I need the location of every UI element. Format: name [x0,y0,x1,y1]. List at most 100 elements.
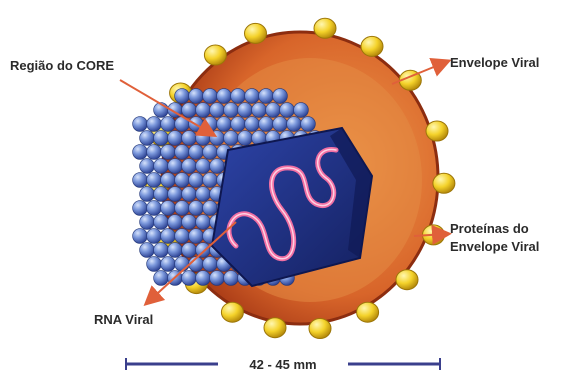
core-sphere [203,201,218,216]
core-sphere [161,229,176,244]
core-sphere [224,271,239,286]
core-sphere [140,187,155,202]
core-sphere [140,215,155,230]
core-sphere [175,145,190,160]
core-sphere [182,187,197,202]
label-envelope-proteins-line2: Envelope Viral [450,239,539,254]
core-sphere [294,103,309,118]
core-sphere [196,215,211,230]
core-sphere [147,257,162,272]
protein-spike [314,18,336,38]
core-sphere [245,89,260,104]
core-sphere [175,89,190,104]
core-sphere [182,159,197,174]
core-sphere [175,229,190,244]
core-sphere [231,89,246,104]
core-sphere [182,271,197,286]
core-sphere [182,215,197,230]
core-sphere [161,173,176,188]
core-sphere [224,103,239,118]
core-sphere [210,271,225,286]
core-sphere [133,201,148,216]
core-sphere [196,187,211,202]
label-core-region: Região do CORE [10,58,114,73]
core-sphere [154,159,169,174]
scale-bar-label: 42 - 45 mm [249,357,316,372]
core-sphere [147,201,162,216]
core-sphere [133,229,148,244]
label-viral-envelope: Envelope Viral [450,55,539,70]
protein-spike [264,318,286,338]
core-sphere [189,201,204,216]
core-sphere [175,201,190,216]
protein-spike [433,173,455,193]
core-sphere [154,187,169,202]
label-envelope-proteins-line1: Proteínas do [450,221,529,236]
core-sphere [175,173,190,188]
core-sphere [273,89,288,104]
core-sphere [154,131,169,146]
protein-spike [426,121,448,141]
core-sphere [287,117,302,132]
core-sphere [210,103,225,118]
core-sphere [168,215,183,230]
core-sphere [203,145,218,160]
core-sphere [140,243,155,258]
protein-spike [309,319,331,339]
core-sphere [238,103,253,118]
scale-bar: 42 - 45 mm [126,357,440,372]
core-sphere [196,271,211,286]
core-sphere [154,215,169,230]
label-viral-rna: RNA Viral [94,312,153,327]
core-sphere [266,103,281,118]
core-sphere [203,257,218,272]
core-sphere [245,117,260,132]
core-sphere [182,103,197,118]
protein-spike [357,302,379,322]
protein-spike [221,302,243,322]
core-sphere [238,131,253,146]
core-sphere [231,117,246,132]
core-sphere [189,173,204,188]
core-sphere [161,201,176,216]
protein-spike [396,270,418,290]
core-sphere [196,103,211,118]
core-sphere [175,257,190,272]
core-sphere [154,271,169,286]
core-sphere [168,187,183,202]
core-sphere [147,229,162,244]
protein-spike [204,45,226,65]
core-sphere [189,229,204,244]
core-sphere [168,243,183,258]
core-sphere [203,173,218,188]
core-sphere [203,89,218,104]
core-sphere [133,117,148,132]
core-sphere [217,117,232,132]
core-sphere [301,117,316,132]
core-sphere [224,131,239,146]
core-sphere [161,117,176,132]
core-sphere [147,117,162,132]
core-sphere [161,145,176,160]
core-sphere [133,173,148,188]
core-sphere [168,131,183,146]
core-sphere [189,89,204,104]
core-sphere [154,243,169,258]
core-sphere [182,243,197,258]
core-sphere [168,159,183,174]
core-sphere [196,159,211,174]
core-sphere [217,89,232,104]
core-sphere [182,131,197,146]
core-sphere [273,117,288,132]
protein-spike [361,36,383,56]
core-sphere [133,145,148,160]
core-sphere [252,103,267,118]
core-sphere [259,89,274,104]
core-sphere [280,103,295,118]
core-sphere [147,145,162,160]
core-sphere [259,117,274,132]
core-sphere [196,243,211,258]
core-sphere [210,159,225,174]
core-sphere [189,145,204,160]
